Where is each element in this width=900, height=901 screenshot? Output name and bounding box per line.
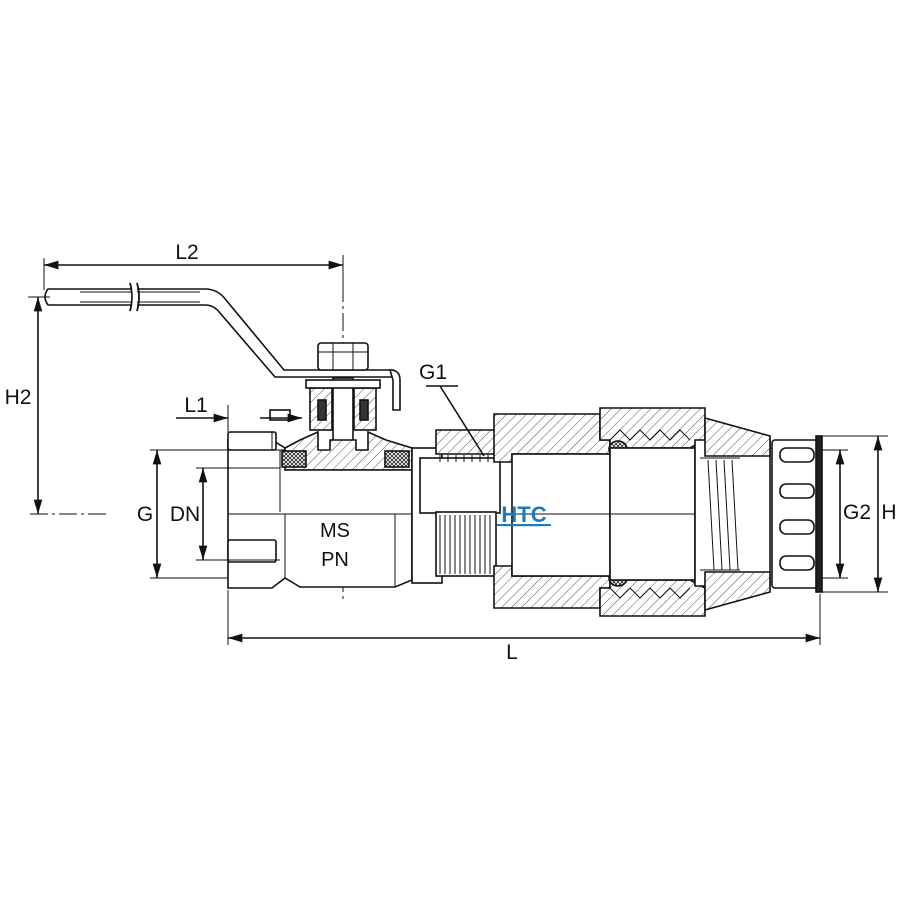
cap-inner-thread xyxy=(707,459,739,571)
label-g1: G1 xyxy=(419,361,447,384)
label-g2: G2 xyxy=(843,501,871,524)
threaded-nipple xyxy=(411,429,501,584)
fitting-body xyxy=(493,407,771,617)
thread-lines-top xyxy=(439,455,489,462)
thread-lines xyxy=(439,515,491,574)
body-marking-pn: PN xyxy=(321,549,349,571)
label-l2: L2 xyxy=(175,241,198,264)
dimensions xyxy=(28,258,888,645)
centerlines xyxy=(30,255,344,600)
label-l1: L1 xyxy=(184,394,207,417)
stem-assembly xyxy=(305,342,381,463)
label-h: H xyxy=(881,501,896,524)
label-h2: H2 xyxy=(5,386,32,409)
label-dn: DN xyxy=(170,503,200,526)
valve-body xyxy=(227,409,413,589)
label-l: L xyxy=(506,641,518,664)
body-marking-ms: MS xyxy=(320,520,350,542)
end-cap xyxy=(771,435,823,593)
label-g: G xyxy=(137,503,153,526)
lever-handle xyxy=(44,282,401,411)
brand-logo-htc: HTC xyxy=(501,502,546,527)
